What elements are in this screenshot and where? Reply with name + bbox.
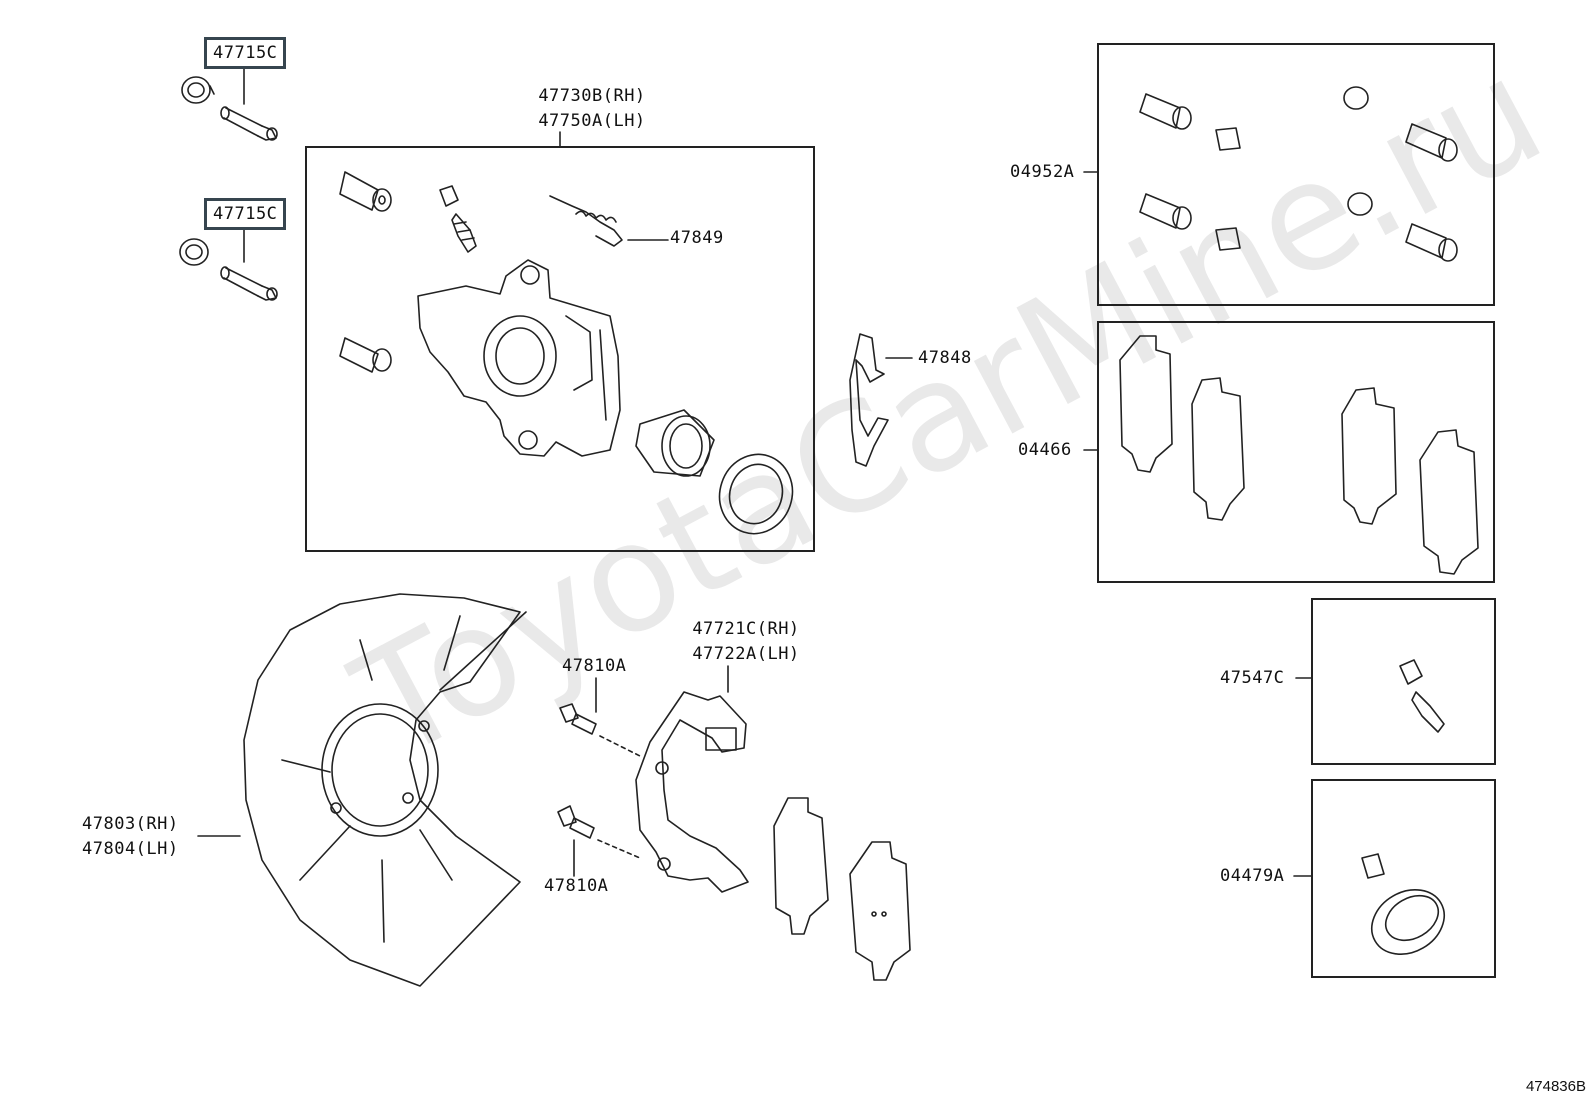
- callout-anti-rattle-clip[interactable]: 47848: [918, 348, 972, 368]
- callout-spring[interactable]: 47849: [670, 228, 724, 248]
- cylinder-kit-box: [1311, 779, 1496, 978]
- callout-bleeder-kit[interactable]: 47547C: [1220, 668, 1285, 688]
- callout-pin-kit-top[interactable]: 47715C: [204, 37, 287, 69]
- brake-pad-pair-icon: [773, 797, 911, 981]
- caliper-body-icon: [417, 259, 621, 457]
- callout-boot-kit[interactable]: 04952A: [1010, 162, 1075, 182]
- boot-kit-icon: [1139, 86, 1458, 262]
- callout-mounting-rh[interactable]: 47721C(RH): [692, 619, 800, 639]
- bolt-top-icon: [559, 703, 641, 757]
- callout-dust-cover-rh[interactable]: 47803(RH): [82, 814, 179, 834]
- pin-kit-bottom-icon: [179, 238, 278, 301]
- callout-cylinder-kit[interactable]: 04479A: [1220, 866, 1285, 886]
- spring-icon: [549, 195, 623, 247]
- mounting-bracket-icon: [635, 691, 749, 893]
- callout-bolt-top[interactable]: 47810A: [562, 656, 627, 676]
- bleeder-kit-icon: [1399, 659, 1445, 733]
- pad-kit-icon: [1119, 335, 1479, 575]
- bleeder-icon: [439, 185, 477, 253]
- callout-caliper-lh[interactable]: 47750A(LH): [538, 111, 646, 131]
- bolt-bottom-icon: [557, 805, 641, 859]
- callout-mounting-lh[interactable]: 47722A(LH): [692, 644, 800, 664]
- boot-kit-box: [1097, 43, 1495, 306]
- drawing-code: 474836B: [1525, 1078, 1586, 1095]
- callout-pad-kit[interactable]: 04466: [1018, 440, 1072, 460]
- callout-bolt-bottom[interactable]: 47810A: [544, 876, 609, 896]
- caliper-sleeve-icon: [339, 171, 392, 373]
- caliper-assembly-box: [305, 146, 815, 552]
- pin-kit-top-icon: [181, 76, 278, 141]
- dust-cover-icon: [243, 593, 527, 987]
- callout-dust-cover-lh[interactable]: 47804(LH): [82, 839, 179, 859]
- callout-pin-kit-bottom[interactable]: 47715C: [204, 198, 287, 230]
- callout-caliper-rh[interactable]: 47730B(RH): [538, 86, 646, 106]
- anti-rattle-clip-icon: [849, 333, 889, 467]
- bleeder-kit-box: [1311, 598, 1496, 765]
- cylinder-kit-icon: [1361, 853, 1445, 955]
- pad-kit-box: [1097, 321, 1495, 583]
- piston-seal-icon: [718, 453, 794, 535]
- piston-icon: [635, 409, 715, 477]
